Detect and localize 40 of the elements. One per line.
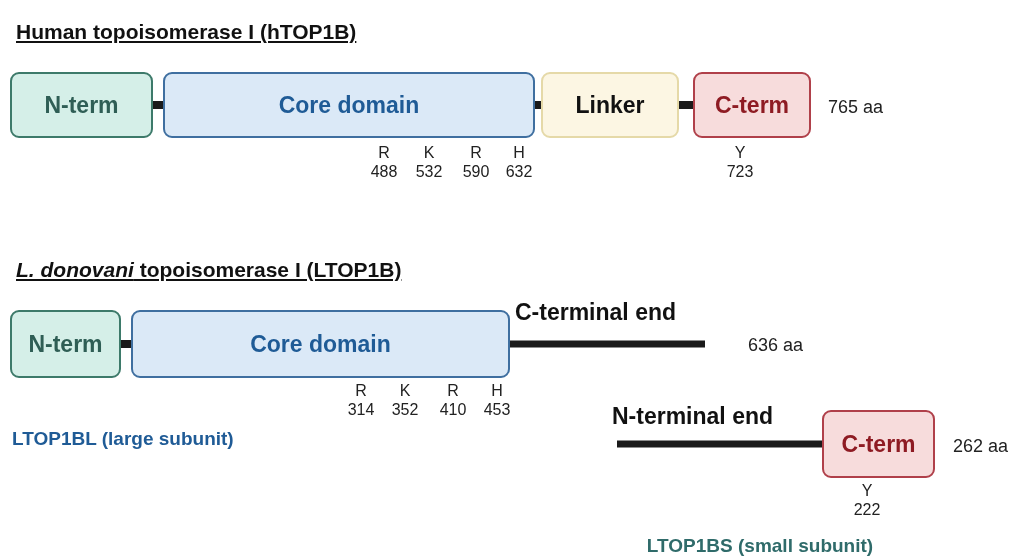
residue-number: 488 xyxy=(370,163,398,181)
domain-box: N-term xyxy=(10,310,121,378)
domain-box: C-term xyxy=(822,410,935,478)
edge-label: N-terminal end xyxy=(612,402,774,430)
linker-line xyxy=(679,101,693,109)
residue-number: 632 xyxy=(505,163,533,181)
protein-length: 636 aa xyxy=(748,334,804,357)
domain-box: N-term xyxy=(10,72,153,138)
domain-box: Core domain xyxy=(131,310,510,378)
residue-letter: H xyxy=(491,382,503,400)
residue-letter: K xyxy=(423,144,435,162)
residue-number: 723 xyxy=(726,163,754,181)
section-heading: Human topoisomerase I (hTOP1B) xyxy=(16,19,357,45)
residue-number: 352 xyxy=(391,401,419,419)
residue-letter: R xyxy=(447,382,459,400)
linker-line xyxy=(121,340,131,348)
section-heading: L. donovani topoisomerase I (LTOP1B) xyxy=(16,257,402,283)
edge-label: C-terminal end xyxy=(515,298,677,326)
linker-line xyxy=(535,101,541,109)
residue-number: 590 xyxy=(462,163,490,181)
residue-number: 410 xyxy=(439,401,467,419)
residue-letter: Y xyxy=(861,482,873,500)
residue-number: 532 xyxy=(415,163,443,181)
protein-length: 765 aa xyxy=(828,96,884,119)
protein-length: 262 aa xyxy=(953,435,1009,458)
residue-number: 453 xyxy=(483,401,511,419)
residue-letter: R xyxy=(378,144,390,162)
residue-letter: R xyxy=(470,144,482,162)
linker-line xyxy=(153,101,163,109)
residue-number: 222 xyxy=(853,501,881,519)
residue-letter: R xyxy=(355,382,367,400)
domain-box: Core domain xyxy=(163,72,535,138)
domain-box: Linker xyxy=(541,72,679,138)
residue-letter: K xyxy=(399,382,411,400)
residue-letter: Y xyxy=(734,144,746,162)
residue-number: 314 xyxy=(347,401,375,419)
domain-box: C-term xyxy=(693,72,811,138)
subunit-label: LTOP1BS (small subunit) xyxy=(646,534,874,557)
residue-letter: H xyxy=(513,144,525,162)
subunit-label: LTOP1BL (large subunit) xyxy=(12,427,234,451)
